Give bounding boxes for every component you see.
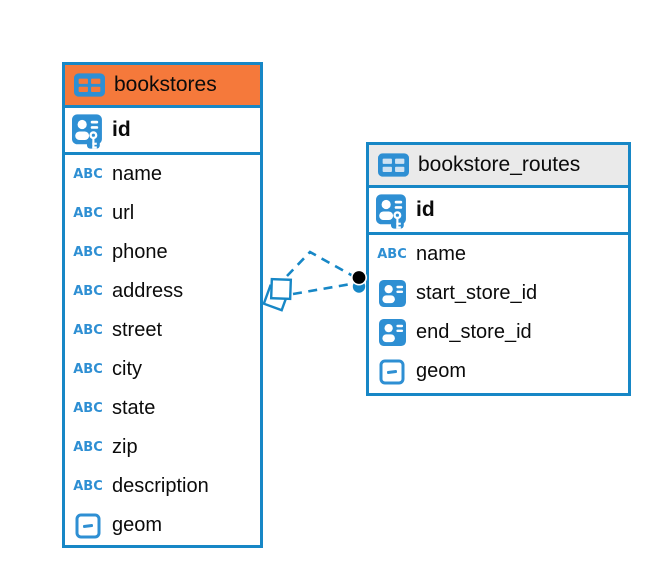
column-label: geom	[416, 360, 467, 382]
text-type-icon-holder: ABC	[73, 207, 103, 220]
dashed-relationship-line-lower[interactable]	[292, 282, 352, 296]
table-name: bookstores	[114, 73, 217, 96]
column-row-zip[interactable]: ABC zip	[65, 428, 260, 467]
geometry-type-icon-holder	[73, 513, 103, 539]
geometry-type-icon	[75, 513, 101, 538]
primary-key-row[interactable]: id	[65, 108, 260, 155]
foreign-key-icon-holder	[377, 319, 407, 346]
primary-key-row[interactable]: id	[369, 188, 628, 235]
column-label: city	[112, 358, 142, 380]
text-type-icon-holder: ABC	[73, 363, 103, 376]
column-row-address[interactable]: ABC address	[65, 272, 260, 311]
table-bookstore-routes-header[interactable]: bookstore_routes	[369, 145, 628, 188]
text-type-icon-holder: ABC	[73, 480, 103, 493]
text-type-icon-holder: ABC	[73, 168, 103, 181]
text-type-icon-holder: ABC	[73, 402, 103, 415]
text-type-icon: ABC	[73, 401, 103, 416]
geometry-type-icon-holder	[377, 359, 407, 385]
foreign-key-icon	[378, 280, 406, 307]
primary-key-icon	[376, 194, 407, 230]
column-row-city[interactable]: ABC city	[65, 350, 260, 389]
column-label: state	[112, 397, 156, 419]
foreign-key-icon	[378, 319, 406, 346]
text-type-icon-holder: ABC	[73, 324, 103, 337]
primary-key-icon	[72, 114, 103, 150]
column-label: name	[112, 163, 163, 185]
column-label: geom	[112, 514, 163, 536]
column-label: end_store_id	[416, 321, 532, 343]
column-row-geom[interactable]: geom	[65, 506, 260, 545]
foreign-key-icon-holder	[377, 280, 407, 307]
table-bookstore-routes[interactable]: bookstore_routes id AB	[366, 142, 631, 396]
text-type-icon: ABC	[73, 245, 103, 260]
column-label: phone	[112, 241, 168, 263]
dashed-relationship-line-upper[interactable]	[286, 250, 354, 278]
target-black-dot-icon	[350, 269, 367, 286]
target-blue-dot-icon	[352, 280, 366, 293]
text-type-icon: ABC	[377, 247, 407, 262]
source-square-front-icon	[269, 277, 293, 301]
column-row-street[interactable]: ABC street	[65, 311, 260, 350]
text-type-icon: ABC	[73, 479, 103, 494]
table-name: bookstore_routes	[418, 153, 581, 176]
text-type-icon-holder: ABC	[377, 248, 407, 261]
column-label: street	[112, 319, 163, 341]
text-type-icon: ABC	[73, 323, 103, 338]
table-bookstores-header[interactable]: bookstores	[65, 65, 260, 108]
column-row-geom[interactable]: geom	[369, 352, 628, 391]
relationship-lines[interactable]	[262, 250, 367, 312]
column-label: start_store_id	[416, 282, 538, 304]
text-type-icon-holder: ABC	[73, 441, 103, 454]
column-row-name[interactable]: ABC name	[65, 155, 260, 194]
table-icon	[378, 153, 409, 177]
column-row-phone[interactable]: ABC phone	[65, 233, 260, 272]
source-square-back-icon	[262, 284, 290, 312]
column-row-state[interactable]: ABC state	[65, 389, 260, 428]
geometry-type-icon	[379, 359, 405, 384]
text-type-icon: ABC	[73, 206, 103, 221]
column-row-start_store_id[interactable]: start_store_id	[369, 274, 628, 313]
text-type-icon: ABC	[73, 284, 103, 299]
primary-key-label: id	[416, 198, 435, 221]
table-icon	[74, 73, 105, 97]
text-type-icon: ABC	[73, 440, 103, 455]
column-row-end_store_id[interactable]: end_store_id	[369, 313, 628, 352]
text-type-icon: ABC	[73, 167, 103, 182]
column-label: description	[112, 475, 209, 497]
column-label: url	[112, 202, 135, 224]
column-label: address	[112, 280, 184, 302]
text-type-icon: ABC	[73, 362, 103, 377]
column-label: name	[416, 243, 467, 265]
column-row-url[interactable]: ABC url	[65, 194, 260, 233]
text-type-icon-holder: ABC	[73, 285, 103, 298]
column-label: zip	[112, 436, 138, 458]
text-type-icon-holder: ABC	[73, 246, 103, 259]
primary-key-label: id	[112, 118, 131, 141]
column-row-name[interactable]: ABC name	[369, 235, 628, 274]
column-row-description[interactable]: ABC description	[65, 467, 260, 506]
